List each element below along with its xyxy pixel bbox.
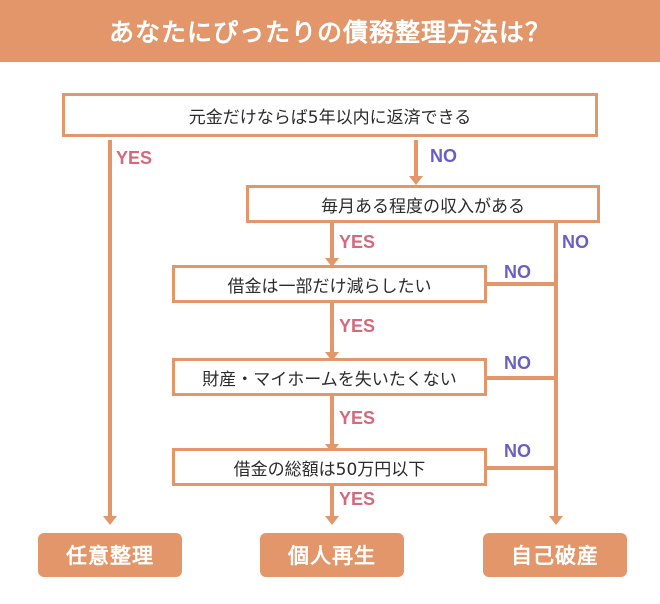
edge-no-trunk-vertical [554, 222, 558, 518]
edge-q1-no-arrowhead [409, 176, 423, 185]
edge-q3-yes-vertical [330, 302, 334, 354]
edge-q4-yes-vertical [330, 396, 334, 446]
question-box-2[interactable]: 毎月ある程度の収入がある [246, 185, 600, 223]
edge-q5-yes-arrowhead [325, 516, 339, 525]
edge-label-q5-yes: YES [339, 489, 376, 509]
question-box-1[interactable]: 元金だけならば5年以内に返済できる [62, 93, 598, 137]
result-box-kojin-saisei-label: 個人再生 [288, 544, 376, 568]
edge-q4-no-horizontal [486, 376, 558, 380]
question-box-4[interactable]: 財産・マイホームを失いたくない [172, 358, 487, 396]
edge-q5-yes-vertical [330, 484, 334, 518]
edge-label-q4-yes: YES [339, 408, 376, 428]
result-box-nini-seiri[interactable]: 任意整理 [38, 533, 182, 577]
edge-no-trunk-arrowhead [549, 516, 563, 525]
edge-q1-no-vertical [414, 140, 418, 178]
result-box-jiko-hasan[interactable]: 自己破産 [483, 533, 627, 577]
edge-q1-yes-arrowhead [103, 516, 117, 525]
question-box-3[interactable]: 借金は一部だけ減らしたい [172, 265, 487, 303]
question-box-5[interactable]: 借金の総額は50万円以下 [172, 448, 487, 486]
edge-q3-no-horizontal [486, 282, 558, 286]
edge-q3-yes-arrowhead [325, 352, 339, 361]
edge-label-q5-no: NO [504, 441, 531, 461]
edge-label-q3-no: NO [504, 262, 531, 282]
header-banner: あなたにぴったりの債務整理方法は？ [0, 0, 660, 62]
question-box-5-label: 借金の総額は50万円以下 [233, 459, 426, 480]
edge-q1-yes-vertical [108, 140, 112, 518]
question-box-1-label: 元金だけならば5年以内に返済できる [188, 107, 472, 128]
edge-q2-yes-vertical [330, 222, 334, 260]
question-box-4-label: 財産・マイホームを失いたくない [202, 369, 457, 390]
page-title: あなたにぴったりの債務整理方法は？ [108, 18, 551, 47]
result-box-jiko-hasan-label: 自己破産 [511, 544, 599, 568]
question-box-2-label: 毎月ある程度の収入がある [321, 196, 525, 217]
edge-label-q2-yes: YES [339, 232, 376, 252]
edge-label-q1-yes: YES [116, 148, 153, 168]
edge-label-q1-no: NO [430, 146, 457, 166]
edge-q5-no-horizontal [486, 466, 558, 470]
edge-q2-yes-arrowhead [325, 258, 339, 267]
result-box-kojin-saisei[interactable]: 個人再生 [260, 533, 404, 577]
edge-label-q3-yes: YES [339, 316, 376, 336]
edge-label-q2-no: NO [562, 232, 589, 252]
result-box-nini-seiri-label: 任意整理 [66, 544, 154, 568]
edge-label-q4-no: NO [504, 353, 531, 373]
question-box-3-label: 借金は一部だけ減らしたい [227, 276, 432, 297]
